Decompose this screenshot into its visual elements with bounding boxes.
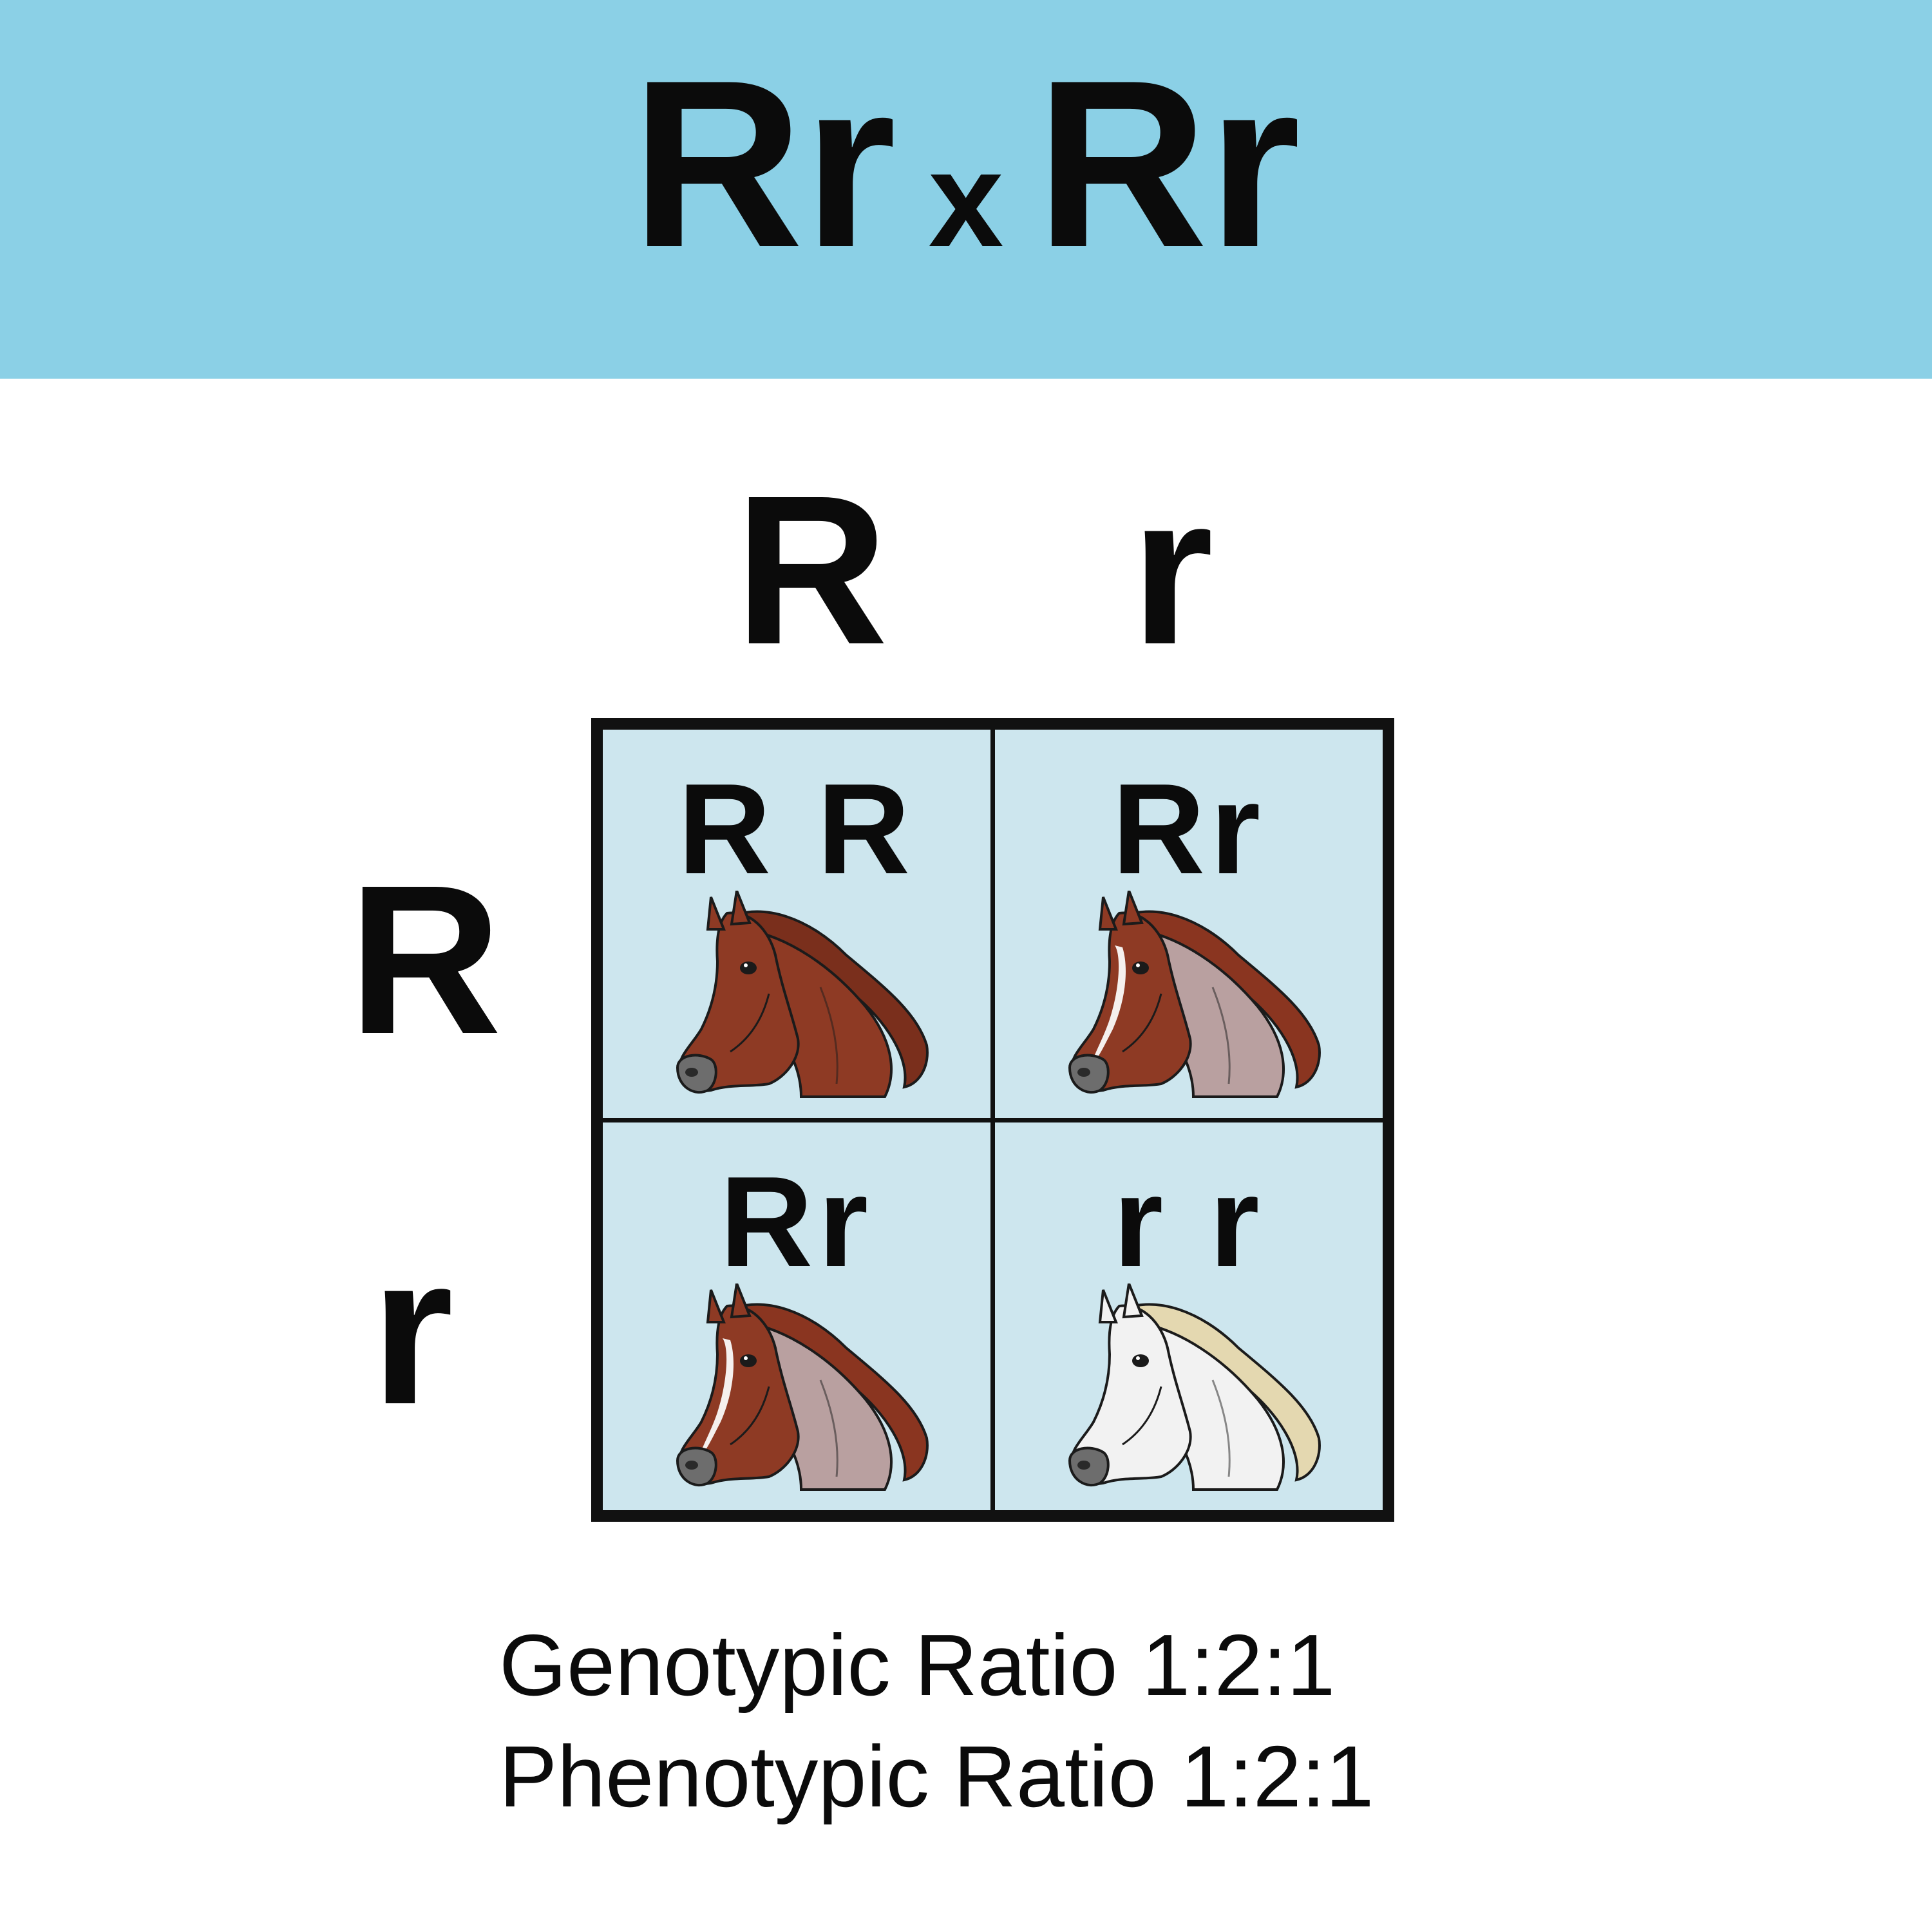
cross-symbol: x bbox=[928, 124, 1004, 275]
roan-horse-icon bbox=[676, 1283, 929, 1491]
punnett-cell-Rr-bottom: Rr bbox=[603, 1122, 990, 1510]
phenotypic-ratio: Phenotypic Ratio 1:2:1 bbox=[499, 1727, 1374, 1825]
punnett-cell-Rr-top: Rr bbox=[995, 730, 1383, 1118]
punnett-cell-rr: r r bbox=[995, 1122, 1383, 1510]
white-horse-icon bbox=[1068, 1283, 1321, 1491]
punnett-square: R R Rr Rr r r bbox=[591, 718, 1394, 1522]
left-allele-R: R bbox=[348, 840, 502, 1078]
parent1-genotype: Rr bbox=[631, 31, 896, 297]
cell-genotype: R R bbox=[677, 757, 916, 901]
parent2-genotype: Rr bbox=[1036, 31, 1301, 297]
genotypic-ratio: Genotypic Ratio 1:2:1 bbox=[499, 1616, 1336, 1714]
left-allele-r: r bbox=[370, 1211, 454, 1448]
roan-horse-icon bbox=[1068, 891, 1321, 1098]
punnett-cell-RR: R R bbox=[603, 730, 990, 1118]
red-horse-icon bbox=[676, 891, 929, 1098]
top-allele-R: R bbox=[734, 451, 889, 688]
cell-genotype: Rr bbox=[1112, 757, 1266, 901]
top-allele-r: r bbox=[1130, 451, 1214, 688]
cell-genotype: Rr bbox=[719, 1150, 874, 1294]
ratio-summary: Genotypic Ratio 1:2:1 Phenotypic Ratio 1… bbox=[499, 1610, 1374, 1833]
header-banner bbox=[0, 0, 1932, 379]
cell-genotype: r r bbox=[1113, 1150, 1265, 1294]
